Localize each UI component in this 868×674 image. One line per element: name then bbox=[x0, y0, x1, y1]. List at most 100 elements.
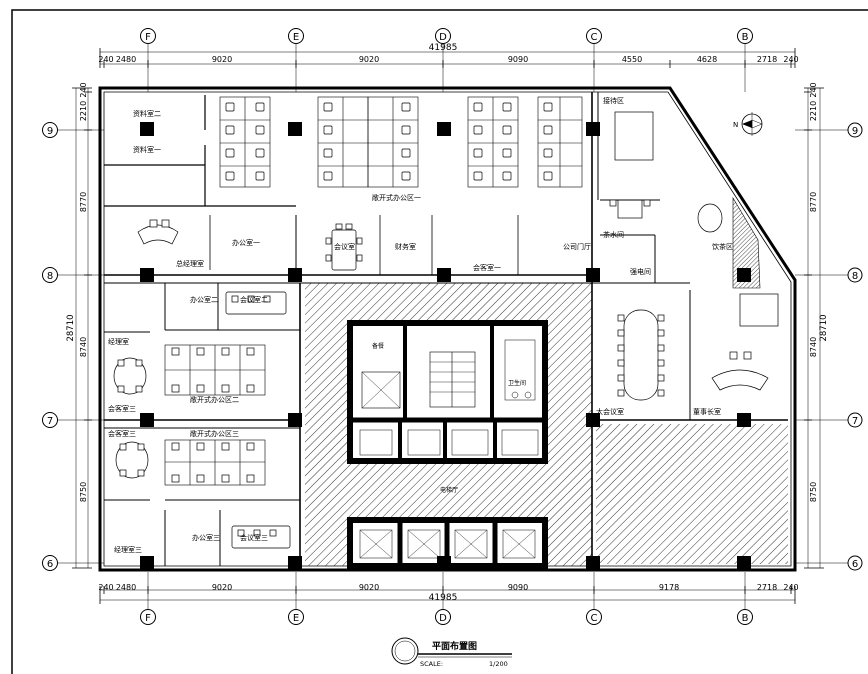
svg-text:240: 240 bbox=[98, 583, 113, 592]
label-tea-room: 茶水间 bbox=[603, 230, 624, 239]
label-elevator-hall: 电梯厅 bbox=[440, 486, 458, 494]
axis-bubbles-top: F E D C B bbox=[140, 28, 753, 92]
chairs-misc bbox=[117, 199, 752, 537]
svg-text:8: 8 bbox=[47, 271, 53, 282]
svg-text:9090: 9090 bbox=[508, 55, 528, 64]
dim-left-segments: 240 2210 8770 8740 8750 bbox=[79, 82, 88, 502]
axis-bubble-right-7: 7 bbox=[847, 412, 863, 428]
dim-left-total: 28710 bbox=[66, 314, 76, 341]
label-manager3: 经理室三 bbox=[114, 545, 142, 554]
dimension-bottom bbox=[99, 586, 796, 604]
building-outline-inner bbox=[103, 91, 792, 567]
room-labels: 资料室二 资料室一 总经理室 敞开式办公区一 办公室一 会议室 财务室 会客室一… bbox=[108, 96, 733, 554]
svg-text:9178: 9178 bbox=[659, 583, 679, 592]
drawing-frame bbox=[11, 9, 868, 674]
label-company-gate: 公司门厅 bbox=[563, 242, 591, 251]
label-open-office3: 敞开式办公区三 bbox=[190, 429, 239, 438]
label-open-office1: 敞开式办公区一 bbox=[372, 193, 421, 202]
axis-bubble-bottom-E: E bbox=[288, 609, 304, 625]
axis-bubble-right-6: 6 bbox=[847, 555, 863, 571]
dim-top-total: 41985 bbox=[429, 43, 458, 53]
axis-bubble-right-8: 8 bbox=[847, 267, 863, 283]
label-office1: 办公室一 bbox=[232, 238, 260, 247]
dimension-top bbox=[99, 48, 796, 68]
label-chairman: 董事长室 bbox=[693, 407, 721, 416]
label-meeting3: 会议室三 bbox=[240, 533, 268, 542]
svg-text:2480: 2480 bbox=[116, 55, 136, 64]
label-office3: 办公室三 bbox=[192, 533, 220, 542]
dim-bottom-segments: 240 2480 9020 9020 9090 9178 2718 240 bbox=[98, 583, 798, 592]
label-archive2: 资料室二 bbox=[133, 109, 161, 118]
svg-text:8750: 8750 bbox=[79, 482, 88, 502]
label-office2: 办公室二 bbox=[190, 295, 218, 304]
label-tea-area: 饮茶区 bbox=[712, 242, 733, 251]
workstations-open-office1 bbox=[219, 96, 583, 188]
axis-bubble-left-6: 6 bbox=[42, 555, 58, 571]
svg-text:8750: 8750 bbox=[809, 482, 818, 502]
svg-text:E: E bbox=[293, 613, 299, 624]
svg-text:9020: 9020 bbox=[359, 583, 379, 592]
svg-text:D: D bbox=[439, 32, 447, 43]
svg-text:240: 240 bbox=[783, 583, 798, 592]
label-meeting2: 会议室二 bbox=[240, 295, 268, 304]
axis-bubble-top-C: C bbox=[586, 28, 602, 44]
axis-bubble-bottom-D: D bbox=[435, 609, 451, 625]
svg-text:4628: 4628 bbox=[697, 55, 717, 64]
svg-text:9090: 9090 bbox=[508, 583, 528, 592]
svg-text:2210: 2210 bbox=[809, 101, 818, 121]
dim-bottom-total: 41985 bbox=[429, 593, 458, 603]
structural-columns bbox=[140, 122, 751, 570]
north-arrow: N bbox=[733, 112, 763, 136]
axis-bubble-top-B: B bbox=[737, 28, 753, 44]
svg-text:9020: 9020 bbox=[359, 55, 379, 64]
svg-text:8740: 8740 bbox=[809, 337, 818, 357]
dimension-right bbox=[804, 87, 824, 569]
axis-bubble-top-E: E bbox=[288, 28, 304, 44]
north-label: N bbox=[733, 121, 738, 129]
svg-text:8: 8 bbox=[852, 271, 858, 282]
label-manager-room: 经理室 bbox=[108, 337, 129, 346]
dim-right-total: 28710 bbox=[819, 314, 829, 341]
dimension-left bbox=[72, 87, 92, 569]
svg-text:4550: 4550 bbox=[622, 55, 642, 64]
lower-right-hatch bbox=[596, 424, 788, 564]
dim-top-segments: 240 2480 9020 9020 9090 4550 4628 2718 2… bbox=[98, 55, 798, 64]
label-large-meeting: 大会议室 bbox=[596, 407, 624, 416]
svg-text:9020: 9020 bbox=[212, 55, 232, 64]
svg-text:7: 7 bbox=[47, 416, 53, 427]
svg-text:240: 240 bbox=[809, 82, 818, 97]
svg-text:8770: 8770 bbox=[79, 192, 88, 212]
svg-text:B: B bbox=[742, 613, 749, 624]
scale-label: SCALE: bbox=[420, 660, 443, 668]
svg-text:C: C bbox=[591, 32, 598, 43]
tea-area-planting bbox=[732, 196, 761, 289]
meeting-tables bbox=[113, 111, 779, 549]
axis-bubble-bottom-C: C bbox=[586, 609, 602, 625]
axis-bubble-bottom-B: B bbox=[737, 609, 753, 625]
title-block: 平面布置图 SCALE: 1/200 bbox=[391, 637, 512, 668]
label-finance: 财务室 bbox=[395, 242, 416, 251]
axis-bubble-bottom-F: F bbox=[140, 609, 156, 625]
svg-text:2718: 2718 bbox=[757, 583, 777, 592]
svg-text:9: 9 bbox=[852, 126, 858, 137]
svg-text:8770: 8770 bbox=[809, 192, 818, 212]
axis-bubbles-left: 9 8 7 6 bbox=[42, 122, 104, 571]
label-reception-room-2: 会客室三 bbox=[108, 404, 136, 413]
axis-bubble-left-7: 7 bbox=[42, 412, 58, 428]
label-archive1: 资料室一 bbox=[133, 145, 161, 154]
svg-text:240: 240 bbox=[783, 55, 798, 64]
label-pantry: 备餐 bbox=[372, 342, 384, 350]
axis-bubble-top-D: D bbox=[435, 28, 451, 44]
label-toilet: 卫生间 bbox=[508, 379, 526, 387]
svg-text:240: 240 bbox=[79, 82, 88, 97]
label-electric: 强电间 bbox=[630, 267, 651, 276]
svg-text:E: E bbox=[293, 32, 299, 43]
label-meeting: 会议室 bbox=[334, 242, 355, 251]
label-reception-room-3: 会客室三 bbox=[108, 429, 136, 438]
svg-text:8740: 8740 bbox=[79, 337, 88, 357]
dim-right-segments: 240 2210 8770 8740 8750 bbox=[809, 82, 818, 502]
axis-bubble-left-9: 9 bbox=[42, 122, 58, 138]
axis-bubble-left-8: 8 bbox=[42, 267, 58, 283]
drawing-title: 平面布置图 bbox=[432, 640, 477, 652]
